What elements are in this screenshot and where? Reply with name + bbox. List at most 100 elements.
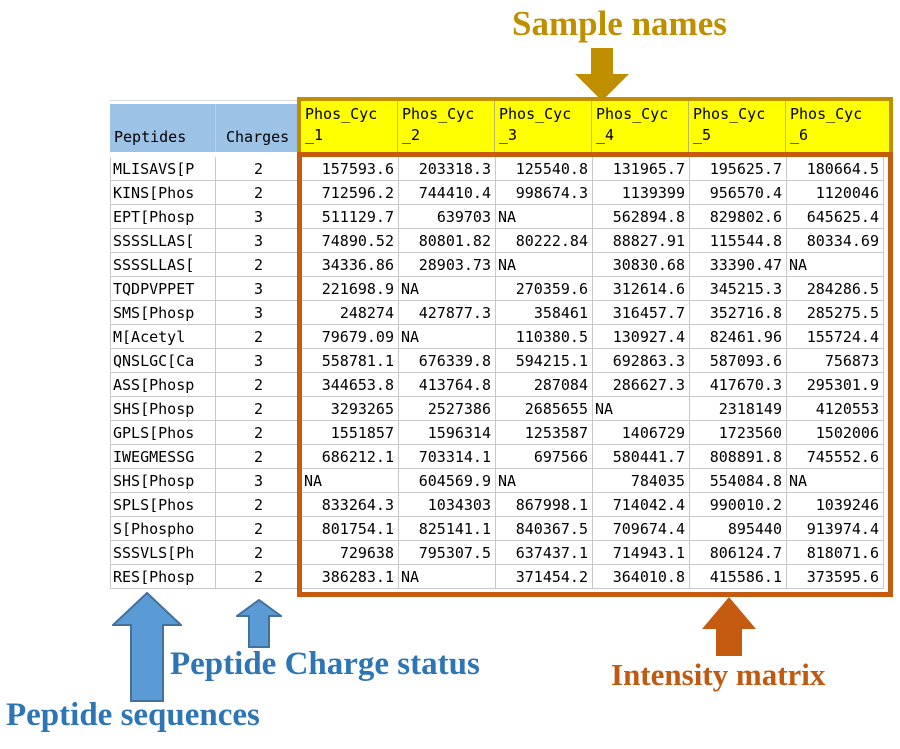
intensity-cell[interactable]: 1551857 [302, 421, 399, 445]
intensity-cell[interactable]: 714042.4 [593, 493, 690, 517]
peptide-cell[interactable]: SPLS[Phos [110, 493, 216, 517]
intensity-cell[interactable]: 427877.3 [399, 301, 496, 325]
charge-cell[interactable]: 3 [216, 301, 302, 325]
intensity-cell[interactable]: 415586.1 [690, 565, 787, 589]
intensity-cell[interactable]: 714943.1 [593, 541, 690, 565]
intensity-cell[interactable]: 203318.3 [399, 157, 496, 181]
intensity-cell[interactable]: 709674.4 [593, 517, 690, 541]
peptide-cell[interactable]: EPT[Phosp [110, 205, 216, 229]
intensity-cell[interactable]: 312614.6 [593, 277, 690, 301]
intensity-cell[interactable]: 413764.8 [399, 373, 496, 397]
charge-cell[interactable]: 2 [216, 325, 302, 349]
intensity-cell[interactable]: 686212.1 [302, 445, 399, 469]
charge-cell[interactable]: 2 [216, 565, 302, 589]
intensity-cell[interactable]: 345215.3 [690, 277, 787, 301]
peptide-cell[interactable]: M[Acetyl [110, 325, 216, 349]
intensity-cell[interactable]: 637437.1 [496, 541, 593, 565]
intensity-cell[interactable]: 373595.6 [787, 565, 884, 589]
intensity-cell[interactable]: 131965.7 [593, 157, 690, 181]
intensity-cell[interactable]: 829802.6 [690, 205, 787, 229]
intensity-cell[interactable]: 692863.3 [593, 349, 690, 373]
peptide-cell[interactable]: TQDPVPPET [110, 277, 216, 301]
intensity-cell[interactable]: NA [399, 565, 496, 589]
peptide-cell[interactable]: ASS[Phosp [110, 373, 216, 397]
intensity-cell[interactable]: 28903.73 [399, 253, 496, 277]
intensity-cell[interactable]: 808891.8 [690, 445, 787, 469]
charge-cell[interactable]: 3 [216, 469, 302, 493]
intensity-cell[interactable]: 74890.52 [302, 229, 399, 253]
intensity-cell[interactable]: 833264.3 [302, 493, 399, 517]
intensity-cell[interactable]: 157593.6 [302, 157, 399, 181]
intensity-cell[interactable]: 4120553 [787, 397, 884, 421]
charge-cell[interactable]: 2 [216, 373, 302, 397]
peptide-cell[interactable]: QNSLGC[Ca [110, 349, 216, 373]
intensity-cell[interactable]: 729638 [302, 541, 399, 565]
peptide-cell[interactable]: SHS[Phosp [110, 397, 216, 421]
intensity-cell[interactable]: 295301.9 [787, 373, 884, 397]
intensity-cell[interactable]: 825141.1 [399, 517, 496, 541]
intensity-cell[interactable]: 221698.9 [302, 277, 399, 301]
intensity-cell[interactable]: 1596314 [399, 421, 496, 445]
intensity-cell[interactable]: NA [496, 469, 593, 493]
peptide-cell[interactable]: SSSVLS[Ph [110, 541, 216, 565]
intensity-cell[interactable]: NA [496, 205, 593, 229]
intensity-cell[interactable]: NA [399, 277, 496, 301]
sample-header-cell[interactable]: Phos_Cyc_4 [592, 101, 689, 153]
intensity-cell[interactable]: 316457.7 [593, 301, 690, 325]
intensity-cell[interactable]: 587093.6 [690, 349, 787, 373]
peptide-cell[interactable]: SSSSLLAS[ [110, 229, 216, 253]
charge-cell[interactable]: 2 [216, 541, 302, 565]
intensity-cell[interactable]: 703314.1 [399, 445, 496, 469]
intensity-cell[interactable]: 895440 [690, 517, 787, 541]
charge-cell[interactable]: 3 [216, 349, 302, 373]
intensity-cell[interactable]: 1406729 [593, 421, 690, 445]
intensity-cell[interactable]: 80801.82 [399, 229, 496, 253]
intensity-cell[interactable]: 115544.8 [690, 229, 787, 253]
sample-header-cell[interactable]: Phos_Cyc_2 [398, 101, 495, 153]
intensity-cell[interactable]: 558781.1 [302, 349, 399, 373]
intensity-cell[interactable]: 80222.84 [496, 229, 593, 253]
intensity-cell[interactable]: 990010.2 [690, 493, 787, 517]
peptide-cell[interactable]: SMS[Phosp [110, 301, 216, 325]
charge-cell[interactable]: 3 [216, 205, 302, 229]
intensity-cell[interactable]: NA [593, 397, 690, 421]
peptide-cell[interactable]: S[Phospho [110, 517, 216, 541]
sample-header-cell[interactable]: Phos_Cyc_1 [301, 101, 398, 153]
intensity-cell[interactable]: 155724.4 [787, 325, 884, 349]
charge-cell[interactable]: 3 [216, 277, 302, 301]
intensity-cell[interactable]: 1034303 [399, 493, 496, 517]
sample-header-cell[interactable]: Phos_Cyc_5 [689, 101, 786, 153]
charge-cell[interactable]: 2 [216, 181, 302, 205]
intensity-cell[interactable]: 130927.4 [593, 325, 690, 349]
intensity-cell[interactable]: 806124.7 [690, 541, 787, 565]
intensity-cell[interactable]: 284286.5 [787, 277, 884, 301]
intensity-cell[interactable]: 580441.7 [593, 445, 690, 469]
intensity-cell[interactable]: 801754.1 [302, 517, 399, 541]
intensity-cell[interactable]: 2527386 [399, 397, 496, 421]
charge-cell[interactable]: 2 [216, 421, 302, 445]
intensity-cell[interactable]: 784035 [593, 469, 690, 493]
intensity-cell[interactable]: 956570.4 [690, 181, 787, 205]
intensity-cell[interactable]: 697566 [496, 445, 593, 469]
intensity-cell[interactable]: 125540.8 [496, 157, 593, 181]
intensity-cell[interactable]: 744410.4 [399, 181, 496, 205]
intensity-cell[interactable]: 913974.4 [787, 517, 884, 541]
intensity-cell[interactable]: 645625.4 [787, 205, 884, 229]
intensity-cell[interactable]: 371454.2 [496, 565, 593, 589]
intensity-cell[interactable]: 756873 [787, 349, 884, 373]
intensity-cell[interactable]: 79679.09 [302, 325, 399, 349]
intensity-cell[interactable]: 195625.7 [690, 157, 787, 181]
intensity-cell[interactable]: NA [302, 469, 399, 493]
charge-cell[interactable]: 2 [216, 397, 302, 421]
intensity-cell[interactable]: 287084 [496, 373, 593, 397]
intensity-cell[interactable]: 180664.5 [787, 157, 884, 181]
intensity-cell[interactable]: 1120046 [787, 181, 884, 205]
intensity-cell[interactable]: 110380.5 [496, 325, 593, 349]
peptide-cell[interactable]: MLISAVS[P [110, 157, 216, 181]
intensity-cell[interactable]: 285275.5 [787, 301, 884, 325]
intensity-cell[interactable]: NA [399, 325, 496, 349]
intensity-cell[interactable]: 840367.5 [496, 517, 593, 541]
charge-cell[interactable]: 2 [216, 157, 302, 181]
intensity-cell[interactable]: 1139399 [593, 181, 690, 205]
intensity-cell[interactable]: 80334.69 [787, 229, 884, 253]
